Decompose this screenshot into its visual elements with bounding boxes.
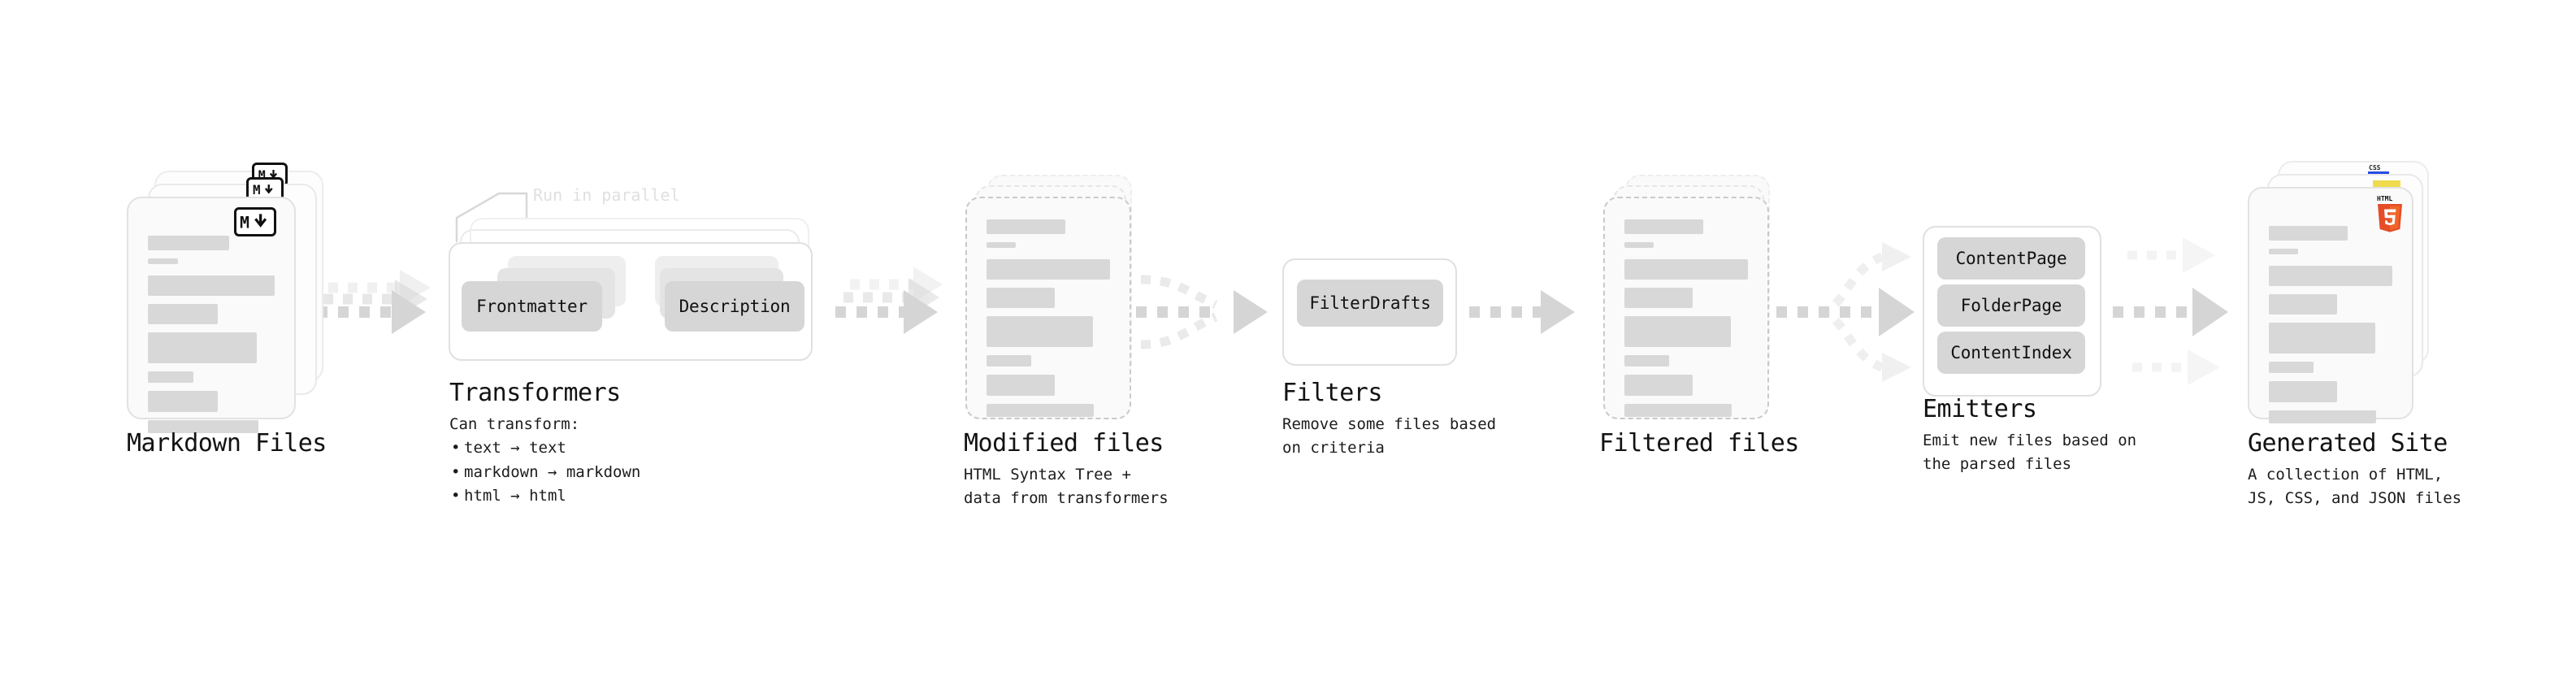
skeleton-bar <box>148 420 258 433</box>
skeleton-bars <box>148 236 275 441</box>
skeleton-bar <box>987 259 1110 280</box>
skeleton-bar <box>1624 242 1654 248</box>
stage-title-modified-files: Modified files <box>964 429 1164 458</box>
transformer-node-label: Frontmatter <box>476 297 588 316</box>
skeleton-bar <box>2269 362 2314 373</box>
arrow-emitters-to-site <box>2113 237 2228 385</box>
skeleton-bar <box>2269 294 2337 314</box>
skeleton-bar <box>2269 410 2377 423</box>
skeleton-bar <box>148 391 218 412</box>
skeleton-bar <box>1624 259 1748 280</box>
emitter-node-contentindex[interactable]: ContentIndex <box>1937 332 2085 374</box>
skeleton-bar <box>987 242 1017 248</box>
stage-title-generated-site: Generated Site <box>2248 429 2448 458</box>
transformers-capabilities: Can transform: text → text markdown → ma… <box>449 413 640 509</box>
arrow-transformers-to-modified <box>835 267 943 334</box>
markdown-icon: M <box>234 207 276 236</box>
stage-subtitle-modified-files: HTML Syntax Tree + data from transformer… <box>964 466 1169 508</box>
emitter-node-label: FolderPage <box>1960 296 2062 315</box>
stage-title-filtered-files: Filtered files <box>1599 429 1799 458</box>
stage-title-emitters: Emitters <box>1923 395 2037 423</box>
skeleton-bar <box>987 219 1066 234</box>
filtered-file-card-front <box>1603 197 1769 419</box>
skeleton-bar <box>148 371 194 383</box>
svg-text:HTML: HTML <box>2377 195 2392 202</box>
skeleton-bars <box>987 219 1110 425</box>
stage-subtitle-generated-site: A collection of HTML, JS, CSS, and JSON … <box>2248 466 2462 508</box>
stage-title-markdown-files: Markdown Files <box>127 429 327 458</box>
list-item: html → html <box>451 484 640 509</box>
skeleton-bar <box>148 304 218 324</box>
transformer-node-frontmatter[interactable]: Frontmatter <box>462 281 602 332</box>
skeleton-bar <box>1624 316 1731 347</box>
stage-subtitle-filters: Remove some files based on criteria <box>1282 415 1497 458</box>
skeleton-bar <box>148 275 275 296</box>
skeleton-bar <box>1624 219 1704 234</box>
html5-icon: HTML <box>2374 193 2405 232</box>
skeleton-bar <box>987 404 1095 417</box>
modified-file-card-front <box>965 197 1131 419</box>
svg-text:M: M <box>258 167 266 182</box>
list-item: text → text <box>451 436 640 461</box>
skeleton-bar <box>148 258 179 264</box>
skeleton-bar <box>987 288 1055 308</box>
arrow-modified-to-filters <box>1136 275 1268 349</box>
transformers-capability-list: text → text markdown → markdown html → h… <box>449 436 640 509</box>
arrow-markdown-to-transformers <box>317 270 431 334</box>
stage-title-filters: Filters <box>1282 379 1382 407</box>
emitter-node-label: ContentIndex <box>1950 343 2072 362</box>
skeleton-bar <box>2269 226 2348 241</box>
skeleton-bar <box>2269 323 2375 354</box>
transformers-capabilities-lead: Can transform: <box>449 415 580 433</box>
skeleton-bar <box>2269 381 2337 402</box>
skeleton-bar <box>2269 249 2299 254</box>
skeleton-bar <box>1624 375 1693 396</box>
skeleton-bar <box>1624 288 1693 308</box>
skeleton-bar <box>1624 404 1733 417</box>
filter-node-label: FilterDrafts <box>1309 293 1431 313</box>
skeleton-bar <box>148 332 258 363</box>
skeleton-bar <box>987 316 1093 347</box>
list-item: markdown → markdown <box>451 461 640 485</box>
emitter-node-folderpage[interactable]: FolderPage <box>1937 284 2085 327</box>
svg-text:M: M <box>253 182 261 197</box>
transformer-node-description[interactable]: Description <box>665 281 804 332</box>
svg-text:M: M <box>240 213 249 232</box>
skeleton-bars <box>1624 219 1748 425</box>
skeleton-bar <box>987 355 1031 367</box>
filter-node-filterdrafts[interactable]: FilterDrafts <box>1297 280 1443 327</box>
stage-subtitle-emitters: Emit new files based on the parsed files <box>1923 432 2137 474</box>
stage-title-transformers: Transformers <box>449 379 621 407</box>
transformer-node-label: Description <box>679 297 791 316</box>
run-in-parallel-label: Run in parallel <box>533 185 680 205</box>
emitter-node-contentpage[interactable]: ContentPage <box>1937 237 2085 280</box>
arrow-filtered-to-emitters <box>1776 242 1915 382</box>
skeleton-bars <box>2269 226 2392 432</box>
skeleton-bar <box>2269 266 2392 286</box>
css3-icon: CSS <box>2367 163 2390 177</box>
skeleton-bar <box>148 236 229 250</box>
emitter-node-label: ContentPage <box>1955 249 2067 268</box>
skeleton-bar <box>987 375 1055 396</box>
svg-text:CSS: CSS <box>2369 164 2381 171</box>
arrow-filters-to-filtered <box>1469 290 1575 334</box>
skeleton-bar <box>1624 355 1669 367</box>
